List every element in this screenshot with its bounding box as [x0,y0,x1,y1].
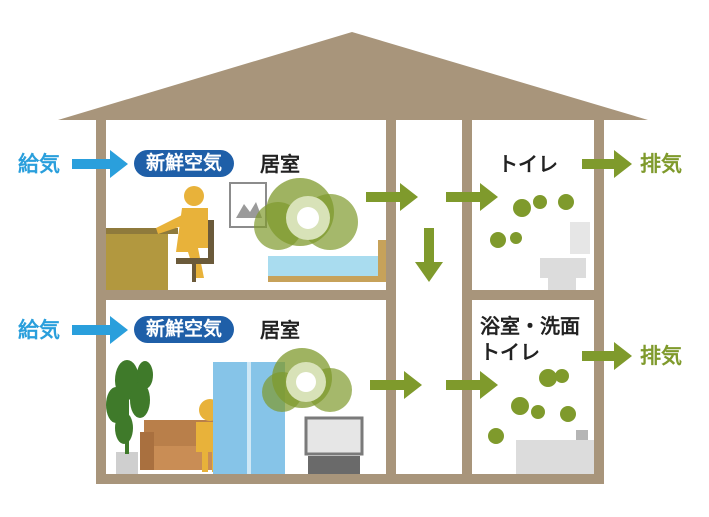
fresh-air-pill-lower: 新鮮空気 [134,316,235,343]
plant-pot [116,452,138,474]
bed-mattress [268,256,384,278]
wall-picture [229,182,267,228]
sofa-arm-left [140,432,154,470]
odor-cloud-lower [262,348,352,412]
middle-floor-left [96,290,396,300]
chair-leg [192,264,196,282]
supply-arrow-lower [72,316,128,344]
supply-label-lower: 給気 [18,318,60,342]
tv-screen [304,416,364,456]
flow-arrow-hall-to-toilet [446,183,498,211]
supply-label-upper: 給気 [18,152,60,176]
toilet-bowl [540,258,586,290]
fresh-air-pill-upper: 新鮮空気 [134,150,235,177]
exhaust-label-lower: 排気 [640,344,682,368]
toilet-tank [570,222,590,254]
chair-back [208,220,214,260]
tv-stand [308,456,360,474]
toilet-label: トイレ [498,152,558,176]
window-frame [247,362,251,474]
bathtub [516,440,594,474]
bed-headboard [378,240,386,280]
flow-arrow-upper-to-hall [366,183,418,211]
flow-arrow-down [415,228,443,282]
exhaust-arrow-lower [582,342,632,370]
odor-blobs-lower [488,369,576,444]
chair-seat [176,258,214,264]
living-room-label-upper: 居室 [260,152,300,176]
bath-label-line1: 浴室・洗面 [480,314,580,338]
middle-floor-right [462,290,604,300]
living-room-label-lower: 居室 [260,318,300,342]
wall-picture-art [236,202,262,218]
roof [58,32,648,120]
person-arm [156,214,188,234]
exhaust-arrow-upper [582,150,632,178]
desk-top [106,228,178,234]
plant-stem [125,380,129,454]
odor-cloud-upper [254,178,358,250]
odor-blobs-upper [490,194,574,248]
bath-label-line2: トイレ [480,340,540,364]
bed-base [268,276,386,282]
person-head [184,186,204,206]
supply-arrow-upper [72,150,128,178]
flow-arrow-lower-to-hall [370,371,422,399]
desk-body [106,234,168,290]
bath-faucet [576,430,588,440]
flow-arrow-hall-to-bath [446,371,498,399]
ground-floor-line [96,474,604,484]
exhaust-label-upper: 排気 [640,152,682,176]
